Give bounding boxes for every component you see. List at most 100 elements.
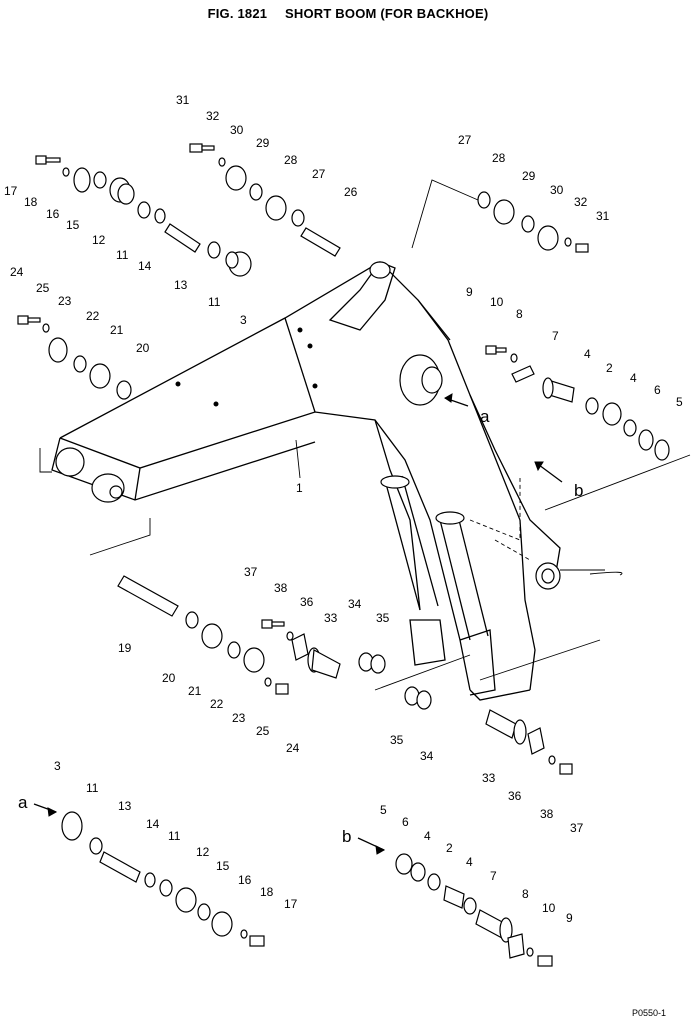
figure-number: FIG. 1821 (207, 6, 268, 21)
detail-b-assembly: b 5 6 4 2 4 7 8 10 9 (342, 803, 573, 967)
callout-label-11: 11 (208, 295, 221, 309)
callout-label-23: 23 (58, 294, 72, 308)
callout-label-32: 32 (574, 195, 588, 209)
callout-label-15: 15 (216, 859, 230, 873)
callout-label-30: 30 (230, 123, 244, 137)
callout-label-18: 18 (24, 195, 38, 209)
callout-label-38: 38 (540, 807, 554, 821)
callout-label-7: 7 (552, 329, 559, 343)
callout-label-19: 19 (118, 641, 132, 655)
callout-label-a: a (18, 793, 28, 812)
callout-label-4: 4 (584, 347, 591, 361)
callout-label-a: a (480, 407, 490, 426)
callout-label-10: 10 (542, 901, 556, 915)
callout-label-26: 26 (344, 185, 358, 199)
pin-assembly-left: 24 25 23 22 21 20 (10, 265, 150, 400)
callout-label-16: 16 (46, 207, 60, 221)
callout-label-36: 36 (508, 789, 522, 803)
footer-code: P0550-1 (632, 1008, 666, 1018)
callout-label-22: 22 (86, 309, 100, 323)
callout-label-6: 6 (402, 815, 409, 829)
callout-label-14: 14 (138, 259, 152, 273)
callout-label-25: 25 (256, 724, 270, 738)
callout-label-10: 10 (490, 295, 504, 309)
callout-label-8: 8 (522, 887, 529, 901)
callout-label-25: 25 (36, 281, 50, 295)
callout-label-4: 4 (630, 371, 637, 385)
callout-label-24: 24 (286, 741, 300, 755)
detail-ref-b: b (534, 461, 583, 500)
callout-label-4: 4 (424, 829, 431, 843)
pin-assembly-right-foot: 9 10 8 7 4 2 4 6 5 (466, 285, 683, 461)
callout-label-9: 9 (466, 285, 473, 299)
pin-assembly-top-left: 17 18 16 15 12 11 14 13 11 3 (4, 155, 252, 327)
figure-caption: SHORT BOOM (FOR BACKHOE) (285, 6, 489, 21)
callout-label-11: 11 (86, 781, 99, 795)
callout-label-5: 5 (380, 803, 387, 817)
callout-label-34: 34 (420, 749, 434, 763)
callout-label-12: 12 (92, 233, 106, 247)
pin-assembly-lower-left: 19 20 21 22 23 25 24 (117, 575, 300, 755)
callout-label-3: 3 (240, 313, 247, 327)
callout-label-21: 21 (188, 684, 202, 698)
callout-label-36: 36 (300, 595, 314, 609)
callout-label-15: 15 (66, 218, 80, 232)
callout-label-37: 37 (244, 565, 258, 579)
callout-label-12: 12 (196, 845, 210, 859)
callout-label-34: 34 (348, 597, 362, 611)
callout-label-29: 29 (256, 136, 270, 150)
callout-label-6: 6 (654, 383, 661, 397)
callout-label-38: 38 (274, 581, 288, 595)
callout-label-18: 18 (260, 885, 274, 899)
callout-label-31: 31 (596, 209, 610, 223)
pin-assembly-top-center: 31 32 30 29 28 27 26 (176, 93, 358, 257)
callout-label-35: 35 (376, 611, 390, 625)
callout-label-30: 30 (550, 183, 564, 197)
callout-label-28: 28 (284, 153, 298, 167)
callout-label-2: 2 (606, 361, 613, 375)
callout-label-27: 27 (312, 167, 326, 181)
figure-title: FIG. 1821 SHORT BOOM (FOR BACKHOE) (0, 6, 696, 21)
callout-label-11: 11 (116, 248, 129, 262)
boom-body (39, 261, 691, 701)
callout-label-37: 37 (570, 821, 584, 835)
callout-label-20: 20 (136, 341, 150, 355)
callout-label-28: 28 (492, 151, 506, 165)
callout-label-1: 1 (296, 481, 303, 495)
detail-a-assembly: a 3 11 13 14 11 12 15 16 18 17 (18, 759, 298, 947)
callout-label-7: 7 (490, 869, 497, 883)
callout-label-13: 13 (118, 799, 132, 813)
callout-part-1: 1 (295, 439, 303, 495)
callout-label-29: 29 (522, 169, 536, 183)
pin-assembly-cylinder-left: 37 38 36 33 34 35 (244, 565, 390, 679)
callout-label-20: 20 (162, 671, 176, 685)
callout-label-14: 14 (146, 817, 160, 831)
detail-ref-a: a (444, 393, 490, 426)
callout-label-9: 9 (566, 911, 573, 925)
callout-label-32: 32 (206, 109, 220, 123)
callout-label-b: b (574, 481, 583, 500)
callout-label-21: 21 (110, 323, 124, 337)
callout-label-8: 8 (516, 307, 523, 321)
pin-assembly-cylinder-right: 35 34 33 36 38 37 (390, 686, 584, 835)
callout-label-24: 24 (10, 265, 24, 279)
callout-label-17: 17 (4, 184, 18, 198)
callout-label-16: 16 (238, 873, 252, 887)
callout-label-17: 17 (284, 897, 298, 911)
callout-label-35: 35 (390, 733, 404, 747)
callout-label-b: b (342, 827, 351, 846)
callout-label-33: 33 (482, 771, 496, 785)
callout-label-27: 27 (458, 133, 472, 147)
callout-label-11: 11 (168, 829, 181, 843)
callout-label-4: 4 (466, 855, 473, 869)
callout-label-33: 33 (324, 611, 338, 625)
callout-label-5: 5 (676, 395, 683, 409)
callout-label-31: 31 (176, 93, 190, 107)
pin-assembly-top-right: 27 28 29 30 32 31 (411, 133, 610, 253)
callout-label-13: 13 (174, 278, 188, 292)
callout-label-23: 23 (232, 711, 246, 725)
callout-label-22: 22 (210, 697, 224, 711)
callout-label-3: 3 (54, 759, 61, 773)
callout-label-2: 2 (446, 841, 453, 855)
